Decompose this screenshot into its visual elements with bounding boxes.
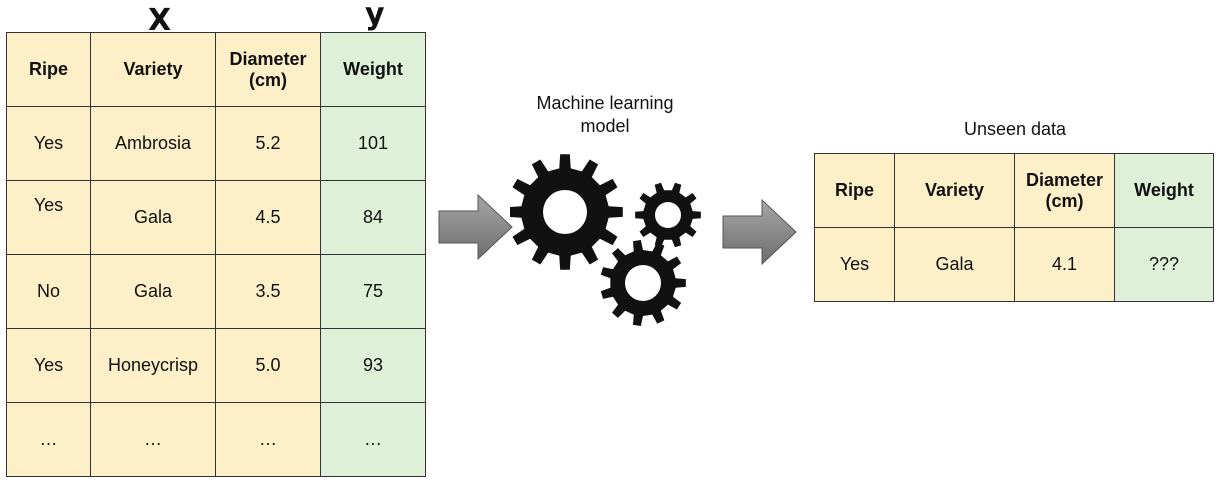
unseen-data-title: Unseen data bbox=[963, 119, 1067, 139]
model-caption-line1: Machine learning bbox=[536, 93, 674, 113]
cell-weight: ??? bbox=[1114, 227, 1214, 302]
cell-weight: … bbox=[320, 402, 426, 477]
cell-diameter: … bbox=[215, 402, 321, 477]
cell-variety: Ambrosia bbox=[90, 106, 216, 181]
header-weight: Weight bbox=[320, 32, 426, 107]
training-header-row: Ripe Variety Diameter(cm) Weight bbox=[6, 32, 426, 107]
cell-ripe: Yes bbox=[6, 106, 91, 181]
cell-variety: Gala bbox=[90, 180, 216, 255]
unseen-header-row: Ripe Variety Diameter(cm) Weight bbox=[814, 153, 1214, 228]
cell-variety: Gala bbox=[894, 227, 1015, 302]
table-row: … … … … bbox=[6, 402, 426, 477]
arrow-right-icon bbox=[438, 193, 513, 261]
table-row: Yes Ambrosia 5.2 101 bbox=[6, 106, 426, 181]
y-label: y bbox=[365, 0, 385, 32]
header-weight: Weight bbox=[1114, 153, 1214, 228]
unseen-table: Ripe Variety Diameter(cm) Weight Yes Gal… bbox=[814, 153, 1214, 302]
cell-ripe: No bbox=[6, 254, 91, 329]
cell-diameter: 5.2 bbox=[215, 106, 321, 181]
cell-diameter: 5.0 bbox=[215, 328, 321, 403]
header-variety: Variety bbox=[90, 32, 216, 107]
arrow-right-icon bbox=[722, 198, 797, 266]
cell-weight: 101 bbox=[320, 106, 426, 181]
table-row: Yes Honeycrisp 5.0 93 bbox=[6, 328, 426, 403]
cell-diameter: 3.5 bbox=[215, 254, 321, 329]
small-gear-icon bbox=[635, 182, 701, 248]
cell-weight: 75 bbox=[320, 254, 426, 329]
cell-ripe: … bbox=[6, 402, 91, 477]
cell-ripe: Yes bbox=[6, 328, 91, 403]
table-row: Yes Gala 4.1 ??? bbox=[814, 227, 1214, 302]
header-ripe: Ripe bbox=[6, 32, 91, 107]
gears-icon bbox=[510, 154, 701, 326]
header-diameter: Diameter(cm) bbox=[1014, 153, 1115, 228]
header-diameter: Diameter(cm) bbox=[215, 32, 321, 107]
large-gear-icon bbox=[510, 154, 623, 270]
medium-gear-icon bbox=[600, 240, 686, 326]
cell-diameter: 4.5 bbox=[215, 180, 321, 255]
cell-variety: Gala bbox=[90, 254, 216, 329]
cell-variety: … bbox=[90, 402, 216, 477]
table-row: No Gala 3.5 75 bbox=[6, 254, 426, 329]
header-variety: Variety bbox=[894, 153, 1015, 228]
cell-weight: 93 bbox=[320, 328, 426, 403]
cell-ripe: Yes bbox=[814, 227, 895, 302]
training-table: Ripe Variety Diameter(cm) Weight Yes Amb… bbox=[6, 32, 426, 477]
cell-diameter: 4.1 bbox=[1014, 227, 1115, 302]
cell-ripe: Yes bbox=[6, 180, 91, 255]
table-row: Yes Gala 4.5 84 bbox=[6, 180, 426, 255]
model-caption-line2: model bbox=[580, 116, 630, 137]
model-caption: Machine learning model bbox=[505, 92, 705, 139]
x-label: X bbox=[148, 3, 172, 38]
cell-variety: Honeycrisp bbox=[90, 328, 216, 403]
cell-weight: 84 bbox=[320, 180, 426, 255]
header-ripe: Ripe bbox=[814, 153, 895, 228]
